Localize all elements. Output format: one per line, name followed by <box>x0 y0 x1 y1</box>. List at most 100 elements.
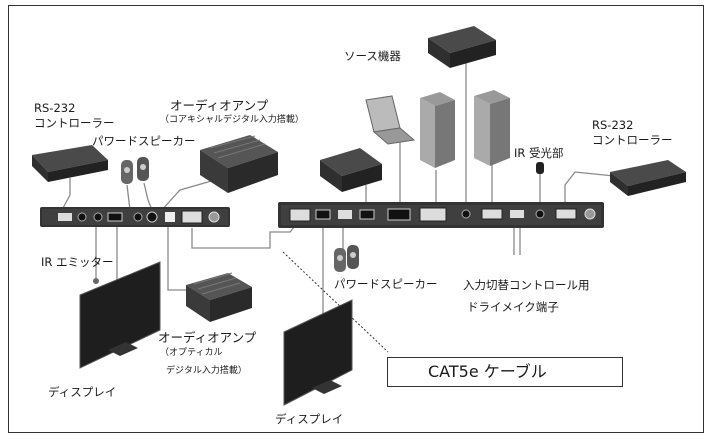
switcher-hdmi-out <box>315 209 331 220</box>
rs232-left-front <box>48 160 108 182</box>
rs232-left-label-line2: コントローラー <box>34 116 115 130</box>
display-center-label: ディスプレイ <box>275 412 344 426</box>
speaker-center-1-cone <box>337 255 343 261</box>
wire-rs232-left <box>61 178 71 211</box>
rs232-left-top <box>32 145 108 172</box>
display-left-screen <box>79 261 161 369</box>
display-center-screen <box>283 299 353 406</box>
wire-amp-coax <box>159 179 216 213</box>
amp-optical-front <box>210 287 252 322</box>
audio-amp-optical-note-2: デジタル入力搭載） <box>166 366 247 376</box>
switcher-displayport-in <box>387 208 411 221</box>
audio-amp-optical-note-1: （オプティカル <box>160 348 223 358</box>
switcher-contact-terminal <box>510 210 524 218</box>
pc1-top <box>420 92 455 106</box>
source-top-box <box>428 26 496 68</box>
switcher-power-port <box>584 208 596 220</box>
top-box-front <box>450 40 496 68</box>
receiver-power-port <box>208 211 220 223</box>
audio-amp-coax-label: オーディオアンプ <box>170 98 269 113</box>
source-pc-1 <box>420 92 455 168</box>
ir-receiver-device <box>536 162 544 174</box>
receiver-optical-port <box>165 212 175 222</box>
rs232-left-side <box>32 155 48 182</box>
amp-optical-side <box>186 285 210 322</box>
dry-make-terminal-label: ドライメイク端子 <box>467 300 559 314</box>
powered-speaker-left-label: パワードスピーカー <box>92 134 196 148</box>
display-left-stand <box>108 342 138 356</box>
ir-emitter-label: IR エミッター <box>41 255 114 269</box>
rs232-right-front <box>628 172 686 196</box>
ir-receiver-head <box>536 162 544 174</box>
laptop-base <box>372 127 416 145</box>
display-left-label: ディスプレイ <box>48 385 117 399</box>
receiver-ir-port <box>77 212 87 222</box>
source-devices-label: ソース機器 <box>344 49 401 63</box>
switcher-unit <box>278 202 604 228</box>
wire-amp-optical <box>167 224 190 291</box>
rs232-controller-right <box>610 160 686 196</box>
top-box-top <box>428 26 496 53</box>
wire-rs232-right <box>564 171 615 208</box>
switcher-rs232-port <box>555 208 577 220</box>
switcher-ir-port <box>535 209 545 219</box>
cable-callout: CAT5e ケーブル <box>387 357 623 387</box>
pc1-side <box>420 98 435 168</box>
receiver-ir-port-2 <box>93 212 103 222</box>
rs232-left-label-line1: RS-232 <box>34 101 76 115</box>
speaker-left-2-cone <box>140 164 146 170</box>
source-laptop <box>365 95 416 145</box>
receiver-unit <box>40 207 230 227</box>
amp-optical-fins <box>193 272 241 295</box>
speaker-pair-left <box>121 157 149 184</box>
ir-emitter-bulb <box>93 278 99 284</box>
cable-pointer <box>282 251 389 353</box>
pc1-front <box>435 100 455 168</box>
pc2-front <box>490 98 510 166</box>
cable-label: CAT5e ケーブル <box>428 362 547 381</box>
receiver-rs232-port <box>58 213 72 221</box>
laptop-screen <box>365 95 401 133</box>
wire-speaker-left-2 <box>143 182 153 211</box>
display-left-device <box>79 261 161 369</box>
switcher-vga-in <box>481 208 503 220</box>
amp-coax-front <box>228 152 278 193</box>
audio-amp-coax-note: （コアキシャルデジタル入力搭載） <box>160 115 304 125</box>
diagram-frame <box>8 5 704 433</box>
receiver-audio-port <box>133 212 143 222</box>
input-switch-control-label: 入力切替コントロール用 <box>463 278 590 292</box>
audio-amp-optical-label: オーディオアンプ <box>158 330 257 345</box>
rs232-controller-left <box>32 145 108 182</box>
ir-receiver-label: IR 受光部 <box>514 146 564 160</box>
wire-group <box>61 60 615 320</box>
switcher-audio-in <box>461 209 471 219</box>
source-media-player <box>320 148 382 192</box>
audio-amp-optical-device <box>186 272 252 322</box>
receiver-hdmi-port <box>107 212 123 222</box>
rs232-right-label-line1: RS-232 <box>592 118 634 132</box>
rs232-right-top <box>610 160 686 186</box>
rs232-right-side <box>610 172 628 196</box>
switcher-speaker-terminal <box>338 210 352 219</box>
powered-speaker-center-label: パワードスピーカー <box>334 277 438 291</box>
top-box-side <box>428 38 450 68</box>
media-player-top <box>320 148 382 176</box>
amp-coax-fins <box>209 135 266 159</box>
rs232-right-label-line2: コントローラー <box>592 133 673 147</box>
wire-cat5e <box>191 219 301 249</box>
amp-optical-top <box>186 273 252 300</box>
speaker-left-1-cone <box>124 167 130 173</box>
wire-speaker-left <box>126 184 140 211</box>
source-pc-2 <box>474 90 510 166</box>
display-center-stand <box>312 380 342 394</box>
switcher-hdmi-in-1 <box>359 209 375 220</box>
switcher-dvi-in <box>419 207 447 222</box>
switcher-rj45-port <box>289 208 311 222</box>
receiver-rj45-port <box>181 210 203 224</box>
speaker-pair-center <box>334 245 359 272</box>
media-player-front <box>342 164 382 192</box>
pc2-side <box>474 96 490 166</box>
display-center-device <box>283 299 353 406</box>
